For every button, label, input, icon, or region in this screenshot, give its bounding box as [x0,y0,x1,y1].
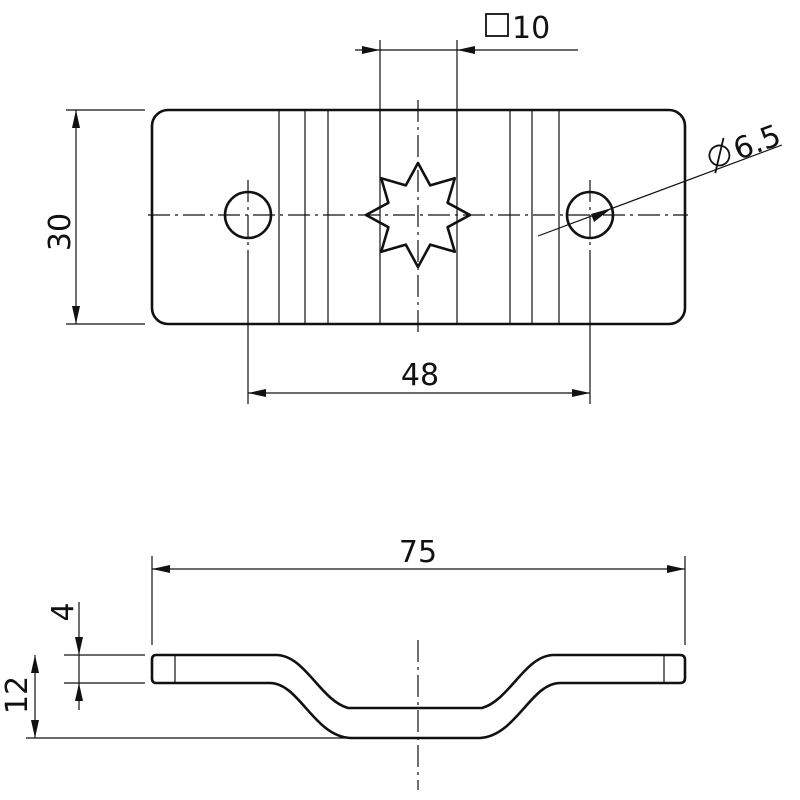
height-30-dimension: 30 [43,109,145,325]
overall-length-dimension: 75 [151,535,686,645]
diameter-label: 6.5 [729,118,786,167]
top-view [148,100,688,332]
overall-length-label: 75 [399,535,437,570]
bend-offset-label: 4 [46,602,81,621]
diameter-dimension: 6.5 [537,118,786,237]
overall-height-label: 12 [0,676,35,714]
square-dimension: 10 [355,11,578,178]
square-symbol [485,13,509,37]
overall-height-dimension: 12 [0,655,345,739]
bent-profile [150,653,687,740]
groove-lines [278,110,560,324]
hole-spacing-label: 48 [401,358,439,393]
hole-spacing-dimension: 48 [247,252,591,404]
height-30-label: 30 [43,213,78,251]
square-size-label: 10 [512,11,550,46]
bend-offset-dimension: 4 [46,602,145,710]
diameter-symbol [708,137,731,174]
side-view [150,640,687,790]
